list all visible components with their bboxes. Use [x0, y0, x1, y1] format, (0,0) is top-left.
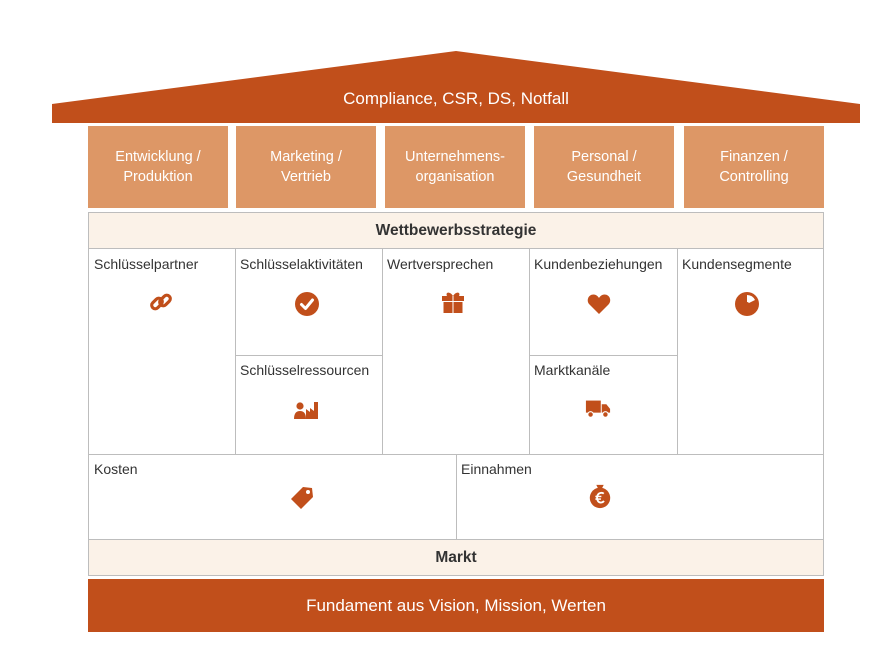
pillar-marketing-sales: Marketing / Vertrieb	[236, 126, 376, 208]
key-partners-label: Schlüsselpartner	[94, 256, 199, 272]
delivery-truck-icon	[585, 400, 611, 418]
pillar-organization: Unternehmens- organisation	[385, 126, 525, 208]
pillar-personnel-health: Personal / Gesundheit	[534, 126, 674, 208]
costs-label: Kosten	[94, 461, 138, 477]
pillar-development-production: Entwicklung / Produktion	[88, 126, 228, 208]
worker-factory-icon	[294, 402, 318, 419]
key-activities-label: Schlüsselaktivitäten	[240, 256, 363, 272]
roof-label: Compliance, CSR, DS, Notfall	[343, 89, 569, 108]
customer-relationships-label: Kundenbeziehungen	[534, 256, 663, 272]
customer-segments-label: Kundensegmente	[682, 256, 792, 272]
foundation-band: Fundament aus Vision, Mission, Werten	[88, 579, 824, 632]
market-band: Markt	[88, 539, 824, 576]
checkmark-circle-icon	[295, 292, 319, 316]
channels-label: Marktkanäle	[534, 362, 611, 378]
price-tag-icon	[291, 487, 313, 509]
euro-money-bag-icon	[589, 484, 611, 509]
revenues-label: Einnahmen	[461, 461, 532, 477]
pillar-finance-controlling: Finanzen / Controlling	[684, 126, 824, 208]
pie-chart-icon	[735, 292, 759, 316]
roof	[52, 51, 860, 123]
gift-icon	[442, 292, 464, 313]
key-resources-label: Schlüsselressourcen	[240, 362, 370, 378]
business-model-canvas: Schlüsselpartner Schlüsselaktivitäten Sc…	[88, 248, 824, 540]
value-proposition-label: Wertversprechen	[387, 256, 494, 272]
link-icon	[150, 293, 172, 311]
heart-icon	[587, 294, 611, 314]
strategy-band: Wettbewerbsstrategie	[88, 212, 824, 249]
